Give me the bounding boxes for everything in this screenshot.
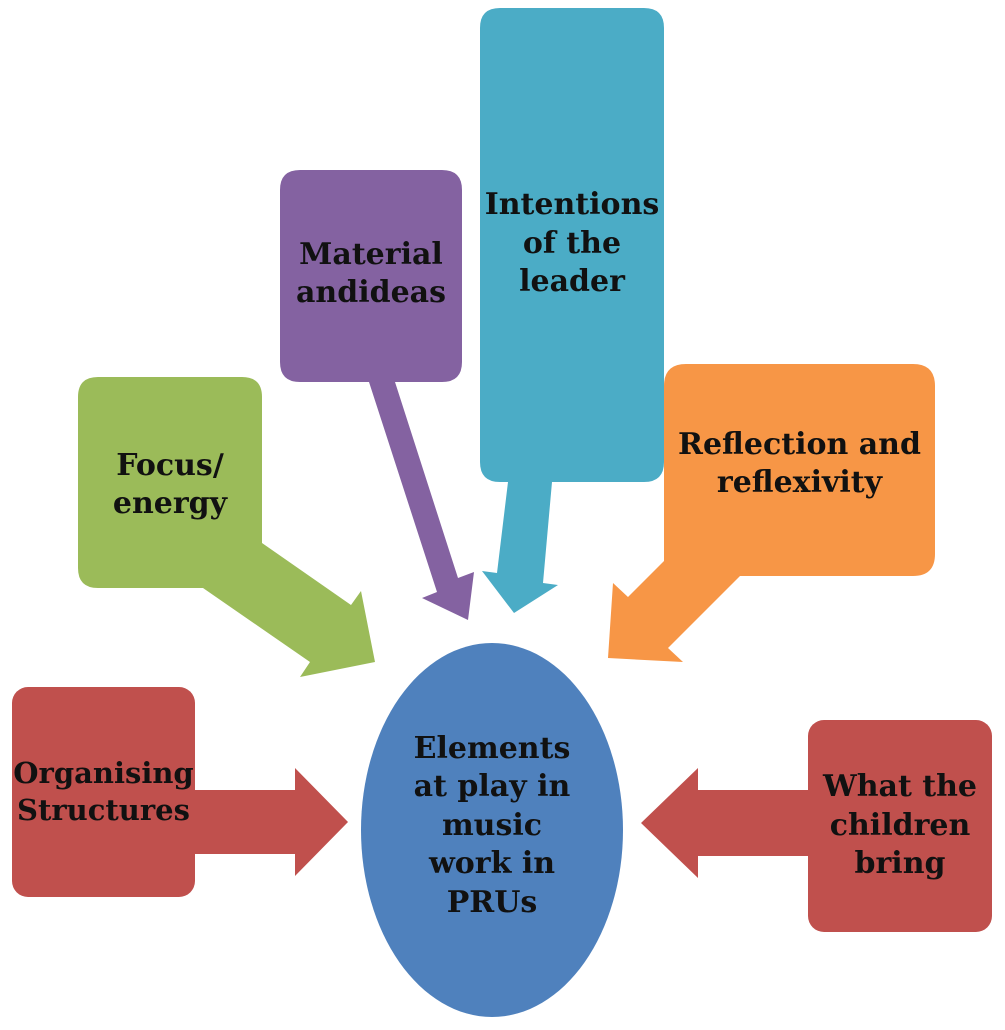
arrow-organising	[185, 768, 348, 876]
callout-reflection-shape	[608, 364, 935, 662]
arrow-children	[641, 768, 818, 878]
callout-focus-shape	[78, 377, 375, 677]
label-focus: Focus/ energy	[112, 447, 228, 521]
callout-organising-shape	[12, 687, 195, 897]
label-reflection: Reflection and reflexivity	[678, 426, 921, 500]
center-ellipse	[361, 643, 623, 1017]
callout-material-shape	[280, 170, 474, 620]
callout-intentions-shape	[480, 8, 664, 613]
label-children: What the children bring	[823, 769, 977, 882]
label-intentions: Intentions of the leader	[484, 187, 660, 300]
label-center: Elements at play in music work in PRUs	[413, 731, 571, 920]
label-organising: Organising Structures	[13, 755, 194, 827]
callout-children-shape	[808, 720, 992, 932]
label-material: Material andideas	[295, 236, 446, 310]
